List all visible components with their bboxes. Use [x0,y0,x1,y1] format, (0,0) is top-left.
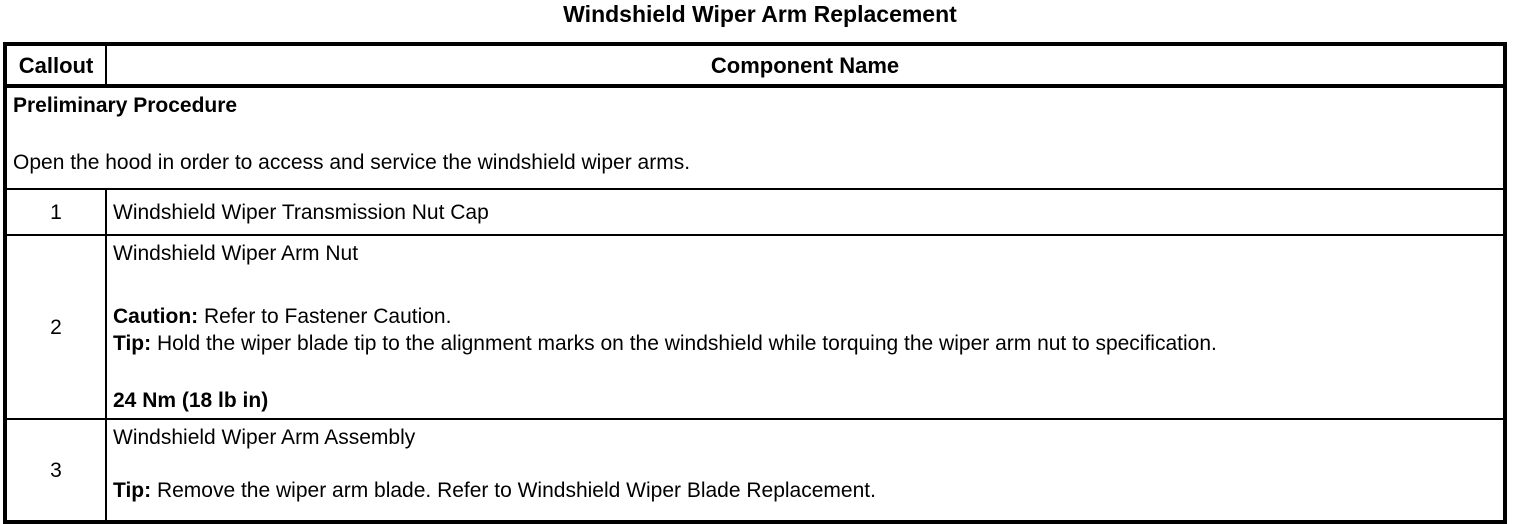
notes-block: Caution: Refer to Fastener Caution. Tip:… [113,303,1493,357]
tip-note: Tip: Hold the wiper blade tip to the ali… [113,330,1493,357]
tip-note: Tip: Remove the wiper arm blade. Refer t… [113,477,1493,504]
component-cell: Windshield Wiper Arm Assembly Tip: Remov… [105,418,1506,523]
component-name: Windshield Wiper Arm Assembly [113,426,416,449]
component-name: Windshield Wiper Transmission Nut Cap [105,188,1506,236]
caution-label: Caution: [113,305,199,328]
callout-number: 3 [4,418,107,523]
tip-text: Hold the wiper blade tip to the alignmen… [151,332,1217,355]
component-cell: Windshield Wiper Arm Nut Caution: Refer … [105,234,1506,420]
component-name: Windshield Wiper Arm Nut [113,242,359,265]
callout-number: 1 [4,188,107,236]
tip-text: Remove the wiper arm blade. Refer to Win… [151,479,876,502]
callout-column-header: Callout [4,43,107,88]
table-header-row: Callout Component Name [4,43,1506,88]
tip-label: Tip: [113,479,152,502]
table-row: 1 Windshield Wiper Transmission Nut Cap [4,188,1506,236]
callout-number: 2 [4,234,107,420]
component-name-column-header: Component Name [105,43,1506,88]
table-row: 3 Windshield Wiper Arm Assembly Tip: Rem… [4,418,1506,523]
callout-table: Callout Component Name Preliminary Proce… [3,42,1507,524]
tip-label: Tip: [113,332,152,355]
page-title: Windshield Wiper Arm Replacement [563,1,957,27]
preliminary-procedure-text: Open the hood in order to access and ser… [13,151,691,174]
caution-note: Caution: Refer to Fastener Caution. [113,303,1493,330]
table-row: 2 Windshield Wiper Arm Nut Caution: Refe… [4,234,1506,420]
preliminary-procedure-row: Preliminary Procedure Open the hood in o… [4,85,1506,190]
preliminary-procedure-cell: Preliminary Procedure Open the hood in o… [4,85,1506,190]
caution-text: Refer to Fastener Caution. [198,305,452,328]
preliminary-procedure-heading: Preliminary Procedure [13,94,238,117]
torque-spec: 24 Nm (18 lb in) [113,389,269,412]
